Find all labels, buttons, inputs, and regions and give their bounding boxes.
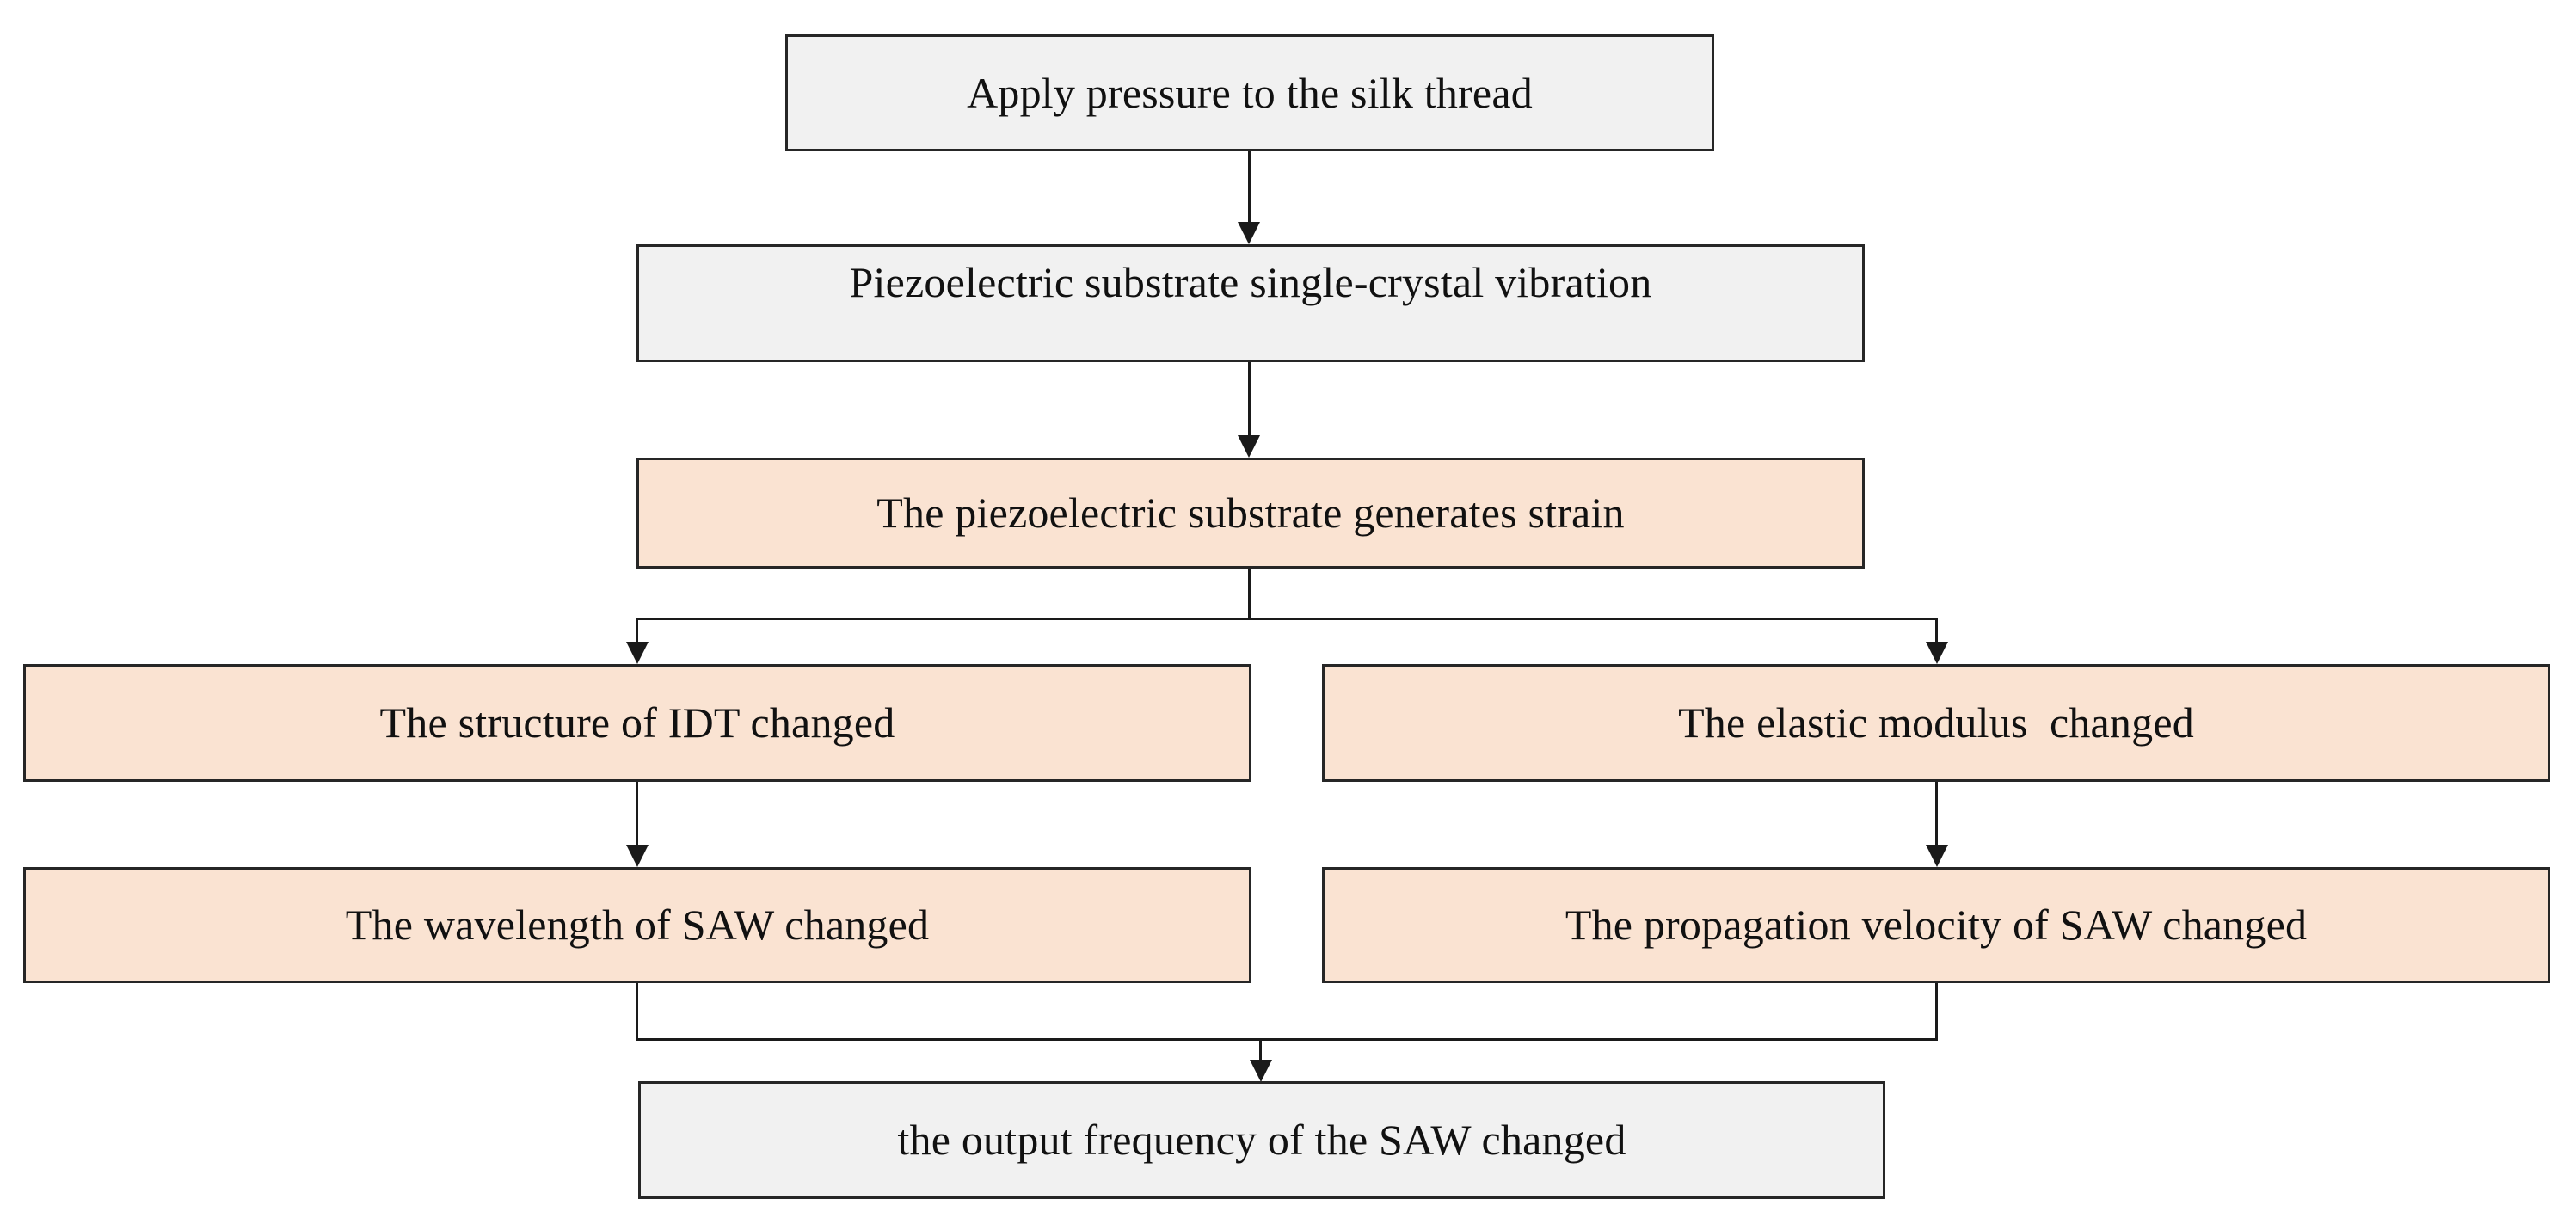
- node-wavelength-changed-label: The wavelength of SAW changed: [345, 901, 930, 949]
- edge-idt-to-wavelength-arrow: [626, 845, 649, 867]
- edge-merge-bus: [636, 1038, 1938, 1041]
- node-wavelength-changed[interactable]: The wavelength of SAW changed: [23, 867, 1251, 983]
- edge-strain-to-modulus-drop: [1935, 618, 1938, 642]
- node-substrate-strain-label: The piezoelectric substrate generates st…: [876, 489, 1625, 537]
- node-substrate-vibration-label: Piezoelectric substrate single-crystal v…: [849, 258, 1652, 306]
- node-apply-pressure[interactable]: Apply pressure to the silk thread: [785, 34, 1714, 151]
- edge-idt-to-wavelength-line: [636, 782, 638, 845]
- edge-vibration-to-strain-line: [1248, 362, 1251, 435]
- edge-strain-to-idt-arrow: [626, 642, 649, 664]
- node-substrate-vibration[interactable]: Piezoelectric substrate single-crystal v…: [636, 244, 1865, 362]
- edge-merge-to-output-stem: [1259, 1038, 1262, 1060]
- edge-velocity-merge-drop: [1935, 983, 1938, 1041]
- node-elastic-modulus-changed[interactable]: The elastic modulus changed: [1322, 664, 2550, 782]
- node-velocity-changed-label: The propagation velocity of SAW changed: [1565, 901, 2308, 949]
- node-apply-pressure-label: Apply pressure to the silk thread: [967, 68, 1533, 117]
- edge-apply-to-vibration-line: [1248, 151, 1251, 222]
- node-substrate-strain[interactable]: The piezoelectric substrate generates st…: [636, 458, 1865, 569]
- edge-modulus-to-velocity-line: [1935, 782, 1938, 845]
- node-velocity-changed[interactable]: The propagation velocity of SAW changed: [1322, 867, 2550, 983]
- node-idt-structure-changed-label: The structure of IDT changed: [379, 698, 895, 747]
- node-elastic-modulus-changed-label: The elastic modulus changed: [1678, 698, 2194, 747]
- edge-merge-to-output-arrow: [1250, 1060, 1272, 1082]
- node-idt-structure-changed[interactable]: The structure of IDT changed: [23, 664, 1251, 782]
- edge-strain-to-modulus-arrow: [1926, 642, 1948, 664]
- edge-modulus-to-velocity-arrow: [1926, 845, 1948, 867]
- node-output-frequency-changed-label: the output frequency of the SAW changed: [897, 1116, 1626, 1164]
- edge-strain-to-idt-drop: [636, 618, 638, 642]
- edge-strain-split-stem: [1248, 569, 1251, 618]
- edge-apply-to-vibration-arrow: [1238, 222, 1260, 244]
- edge-strain-split-bus: [636, 618, 1938, 620]
- edge-vibration-to-strain-arrow: [1238, 435, 1260, 458]
- edge-wavelength-merge-drop: [636, 983, 638, 1041]
- node-output-frequency-changed[interactable]: the output frequency of the SAW changed: [638, 1081, 1885, 1199]
